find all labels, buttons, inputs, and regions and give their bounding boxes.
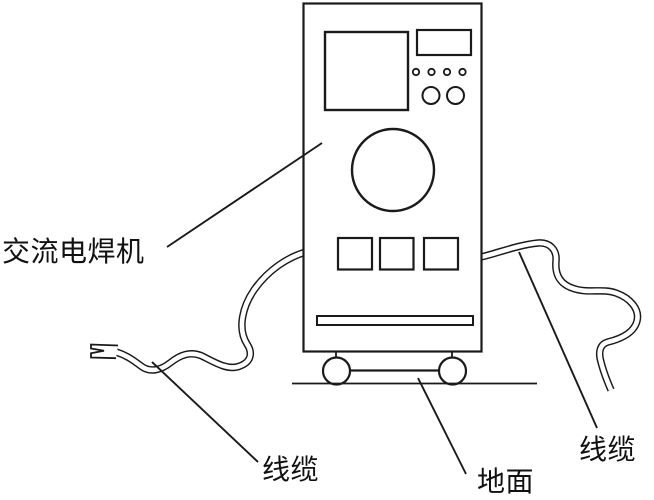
leader-lines	[151, 142, 598, 475]
right-cable	[480, 239, 642, 392]
indicator-dots	[411, 67, 467, 77]
leader-cable-left	[151, 361, 259, 463]
left-wheel	[321, 356, 352, 386]
square-switches	[336, 236, 460, 271]
label-cable-left: 线缆	[262, 455, 320, 486]
leader-cable-right	[518, 251, 598, 429]
left-cable	[90, 248, 308, 374]
right-wheel	[437, 356, 468, 386]
label-machine: 交流电焊机	[2, 237, 145, 268]
small-knobs	[421, 86, 465, 105]
leader-machine	[166, 142, 323, 248]
wheel-assembly	[321, 351, 468, 386]
leader-ground	[417, 377, 467, 475]
label-ground: 地面	[477, 467, 535, 498]
machine-cabinet	[302, 2, 483, 353]
plug-icon	[90, 343, 119, 360]
control-panel-square	[323, 30, 410, 112]
display-window	[415, 28, 473, 57]
label-cable-right: 线缆	[579, 435, 637, 466]
vent-slot	[316, 315, 474, 326]
large-dial	[350, 127, 436, 213]
